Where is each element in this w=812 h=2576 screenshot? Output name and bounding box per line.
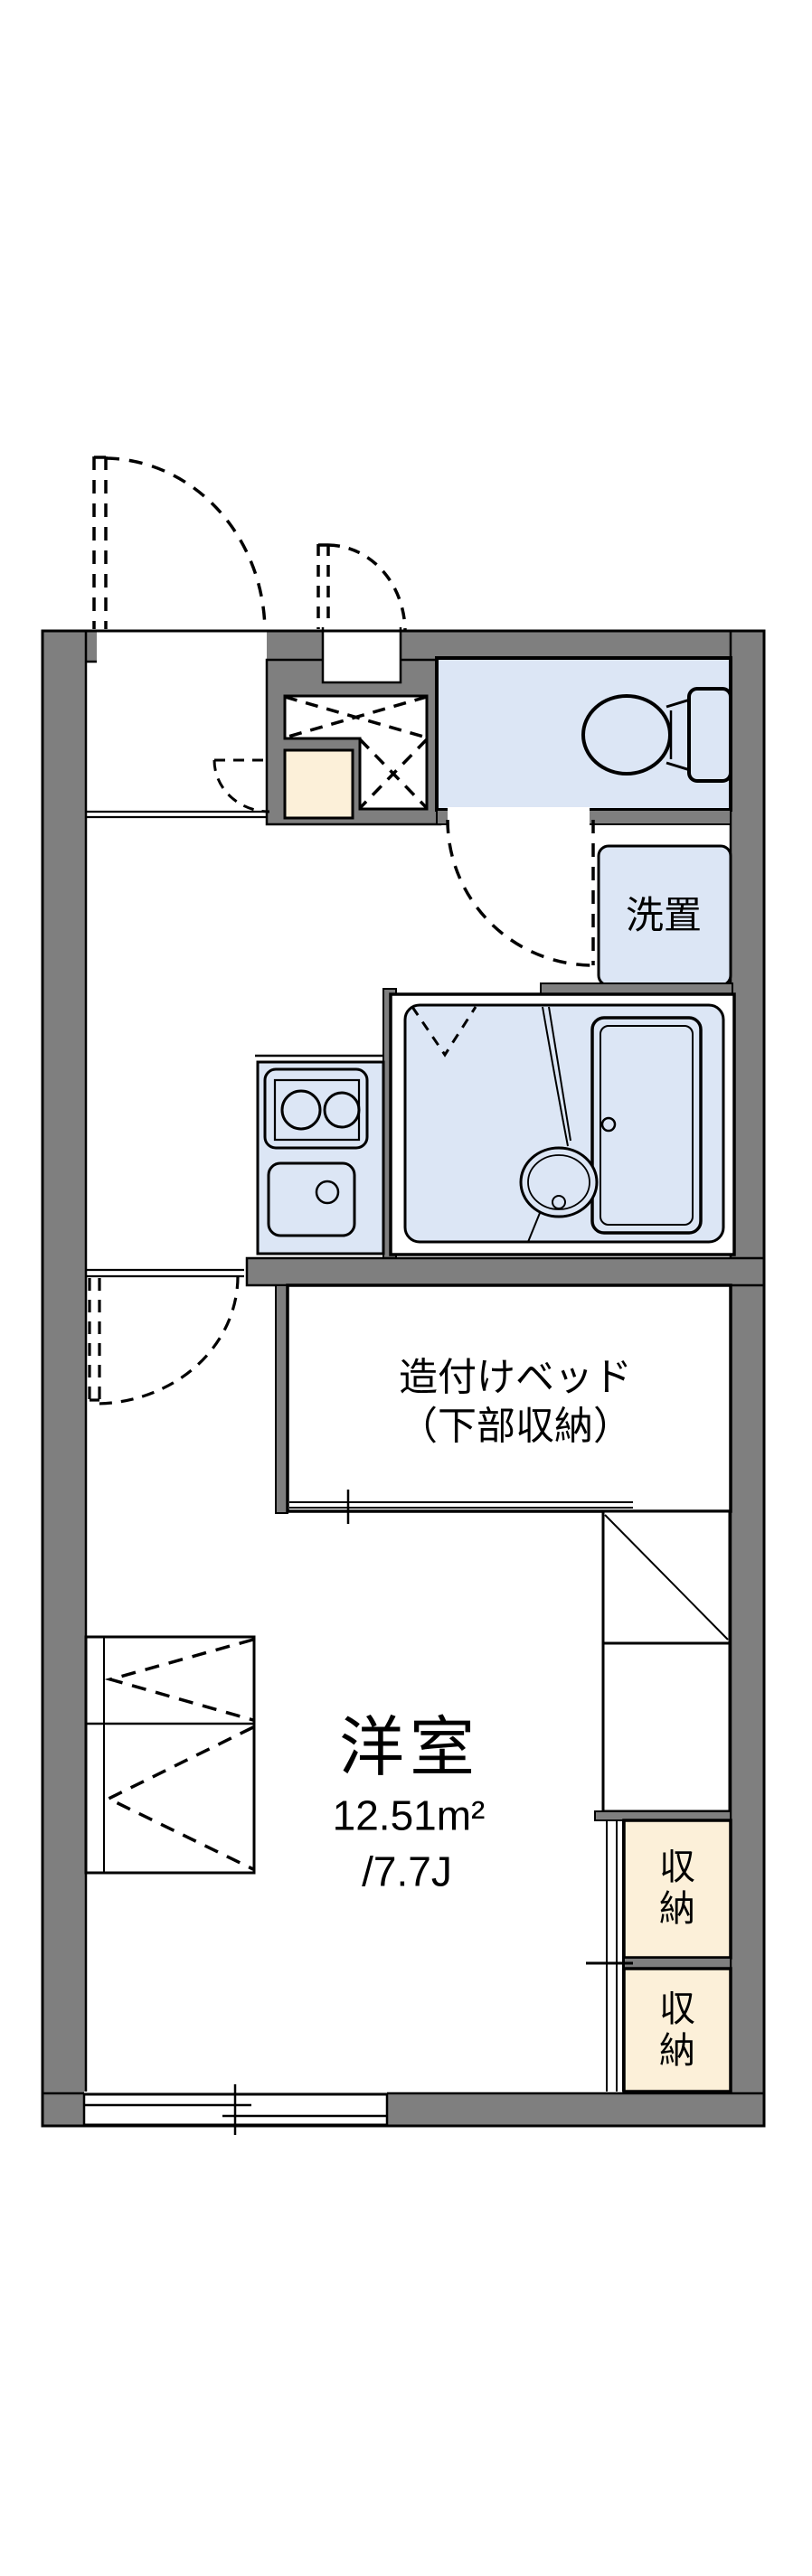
entrance-doors xyxy=(92,456,407,663)
entrance-opening xyxy=(97,628,267,663)
kitchen xyxy=(255,1054,385,1255)
toilet-room xyxy=(435,656,732,967)
bathroom xyxy=(382,982,736,1259)
storage-box-upper xyxy=(622,1819,732,1960)
shelf-lower xyxy=(601,1641,732,1813)
bed-label-line1: 造付けベッド xyxy=(399,1356,632,1400)
bath-partition-lines xyxy=(527,1006,571,1243)
toilet-icon xyxy=(581,687,732,783)
entrance-notch xyxy=(323,627,401,682)
washer-space-label: 洗置 xyxy=(625,893,703,936)
storage-divider xyxy=(623,1957,732,1970)
hall-bed-wall xyxy=(245,1256,766,1287)
entrance-step xyxy=(283,748,354,820)
toilet-door-swing-arc-icon xyxy=(446,819,595,967)
storage-upper-label: 収納 xyxy=(659,1847,695,1929)
closet-cross-icon xyxy=(284,695,429,810)
kitchen-sink-icon xyxy=(267,1161,356,1237)
bed-area xyxy=(86,1256,766,1524)
storage-box-lower xyxy=(622,1967,732,2093)
entrance-door-swing-arc-icon xyxy=(92,456,267,633)
sub-door-swing-arc-icon xyxy=(316,543,407,633)
hall-step-edge xyxy=(86,810,268,819)
bathtub-icon xyxy=(590,1016,703,1235)
hall-door-swing-arc-icon xyxy=(212,758,270,813)
washbasin-icon xyxy=(519,1146,599,1218)
plan-outline xyxy=(41,629,766,2128)
bath-folding-door-icon xyxy=(411,1006,477,1058)
shelf-diagonal xyxy=(604,1514,729,1641)
bed-front-rail xyxy=(289,1490,633,1524)
storage-sliding-door-lines xyxy=(586,1820,633,2092)
shoe-closet-area xyxy=(283,694,429,811)
sliding-window-icon xyxy=(82,2084,389,2135)
built-in-bed xyxy=(286,1283,732,1513)
toilet-door-opening xyxy=(448,807,590,827)
closet-column xyxy=(594,1509,732,1821)
room-area-m2-label: 12.51m² xyxy=(332,1791,486,1839)
built-in-bed-label: 造付けベッド （下部収納） xyxy=(399,1354,632,1452)
storage-boxes xyxy=(586,1819,732,2093)
room-area-tatami-label: /7.7J xyxy=(362,1847,452,1895)
bed-left-wall xyxy=(275,1284,288,1514)
room-door-swing-arc-icon xyxy=(88,1275,240,1406)
desk-cabinet xyxy=(84,1635,256,1875)
desk-outline xyxy=(84,1635,256,1875)
storage-lower-label: 収納 xyxy=(659,1989,695,2071)
bed-label-line2: （下部収納） xyxy=(399,1405,632,1448)
wall-right xyxy=(729,629,766,2128)
entrance-block xyxy=(86,627,442,826)
entrance-notch-border xyxy=(321,627,402,684)
stove-burners-icon xyxy=(263,1067,369,1150)
room-door-opening xyxy=(86,1268,244,1278)
wall-left xyxy=(41,629,88,2128)
room-name-label: 洋室 xyxy=(338,1712,481,1784)
desk-fold-marks xyxy=(104,1638,254,1871)
